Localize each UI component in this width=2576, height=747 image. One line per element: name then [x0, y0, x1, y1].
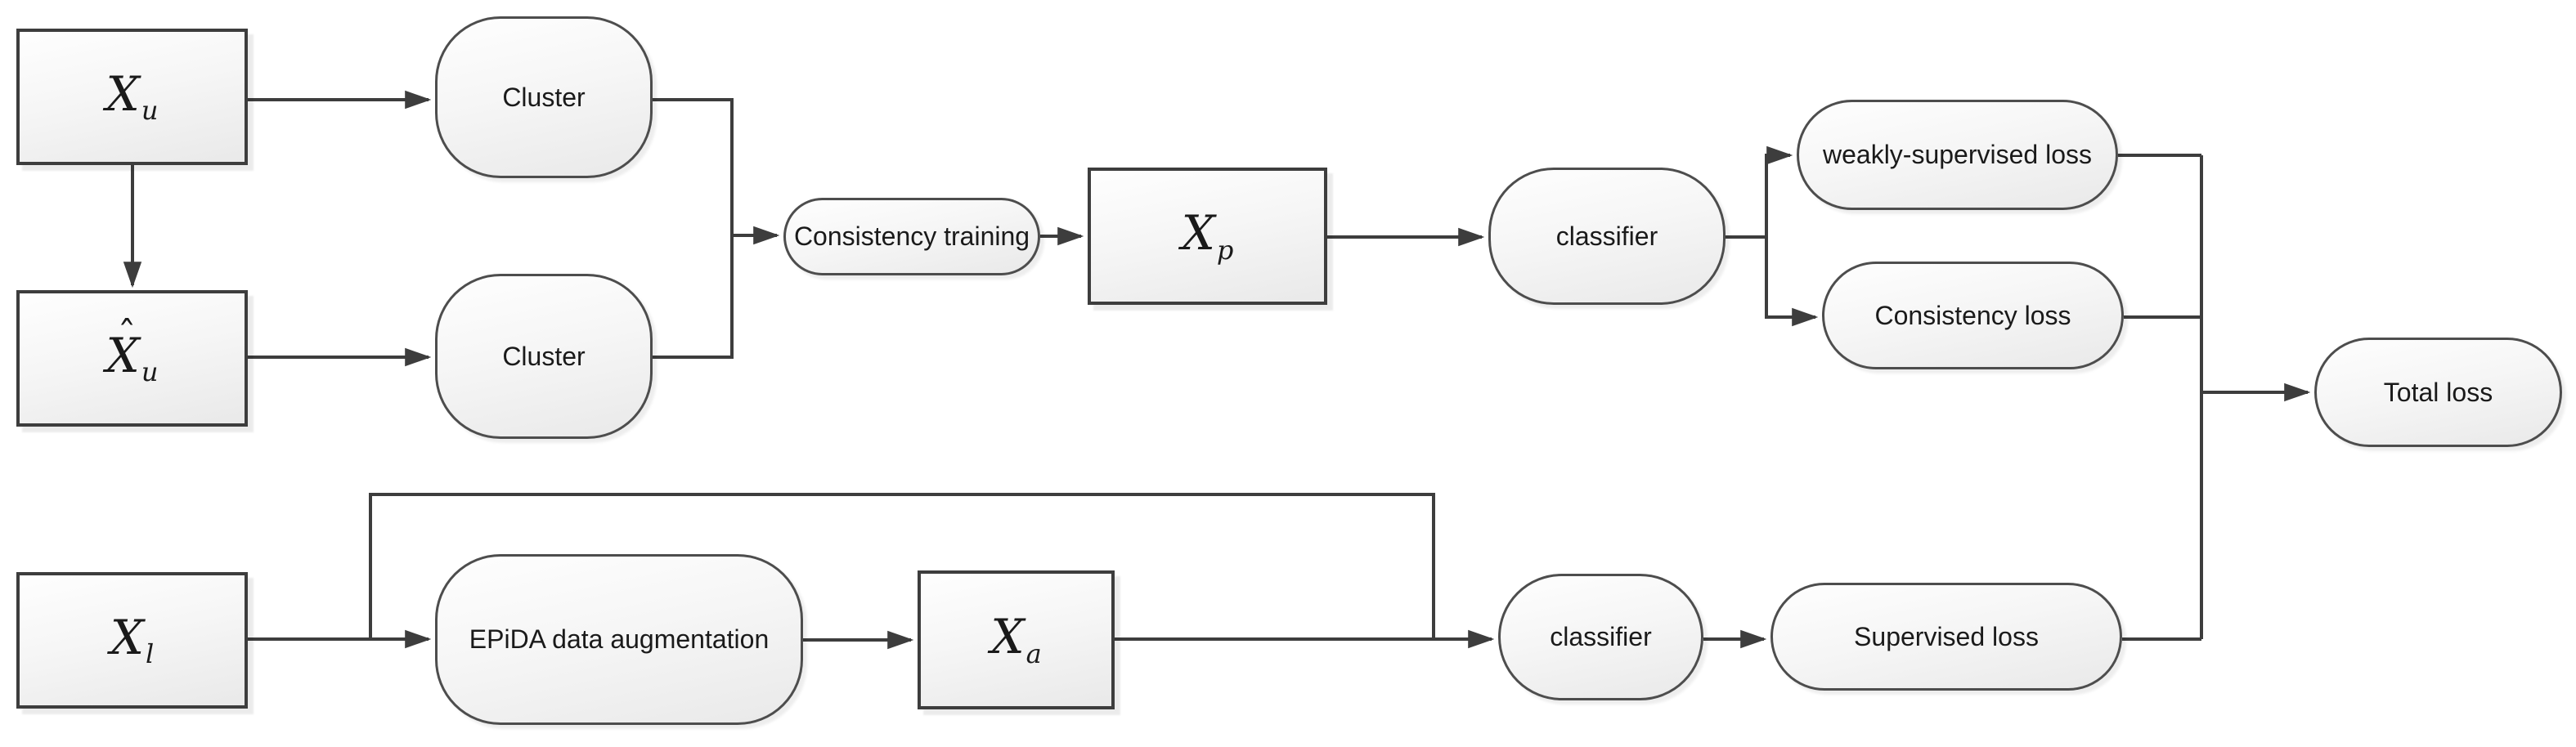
xu-box: Xu [16, 29, 248, 165]
classifier-top-label: classifier [1555, 221, 1658, 251]
edge-xl-bypass [369, 493, 1435, 639]
xa-box-subscript: a [1025, 637, 1042, 669]
consistency-loss: Consistency loss [1822, 262, 2124, 369]
xa-box-symbol: Xa [990, 613, 1041, 666]
cluster-top-label: Cluster [502, 82, 586, 112]
xl-box: Xl [16, 572, 248, 709]
consistency-training-label: Consistency training [793, 221, 1030, 251]
xp-box-main: X [1181, 205, 1215, 262]
xl-box-subscript: l [146, 638, 155, 670]
weakly-supervised-loss-label: weakly-supervised loss [1822, 140, 2092, 169]
consistency-loss-label: Consistency loss [1874, 300, 2071, 330]
supervised-loss: Supervised loss [1770, 583, 2122, 691]
xl-box-symbol: Xl [110, 614, 155, 667]
classifier-bottom: classifier [1498, 574, 1703, 700]
xu-box-symbol: Xu [106, 70, 159, 123]
total-loss: Total loss [2314, 338, 2562, 447]
cluster-bottom-label: Cluster [502, 341, 586, 371]
xl-box-main: X [110, 609, 145, 665]
xu-hat-box-hat: ˆ [117, 312, 137, 357]
classifier-top: classifier [1488, 168, 1726, 305]
edge-split-to-weakly-supervised-loss [1765, 145, 1793, 237]
consistency-training: Consistency training [783, 198, 1040, 275]
xp-box-symbol: Xp [1182, 209, 1234, 262]
classifier-bottom-label: classifier [1550, 622, 1652, 651]
xp-box-subscript: p [1216, 234, 1234, 266]
total-loss-label: Total loss [2383, 377, 2493, 407]
xu-box-subscript: u [141, 95, 159, 127]
xu-hat-box-main: X [105, 327, 140, 383]
xa-box-main: X [990, 609, 1025, 665]
edge-split-to-consistency-loss [1765, 237, 1819, 327]
epida-data-augmentation-label: EPiDA data augmentation [469, 624, 770, 654]
supervised-loss-label: Supervised loss [1854, 621, 2039, 651]
epida-data-augmentation: EPiDA data augmentation [435, 554, 803, 725]
xa-box: Xa [918, 570, 1115, 709]
edge-cluster-bottom-merge [653, 235, 734, 359]
weakly-supervised-loss: weakly-supervised loss [1797, 100, 2118, 210]
xu-box-main: X [105, 65, 140, 122]
edge-cluster-top-to-consistency-training [653, 98, 780, 245]
xu-hat-box-subscript: u [141, 356, 159, 388]
cluster-bottom: Cluster [435, 274, 653, 439]
cluster-top: Cluster [435, 16, 653, 178]
xp-box: Xp [1088, 168, 1327, 305]
